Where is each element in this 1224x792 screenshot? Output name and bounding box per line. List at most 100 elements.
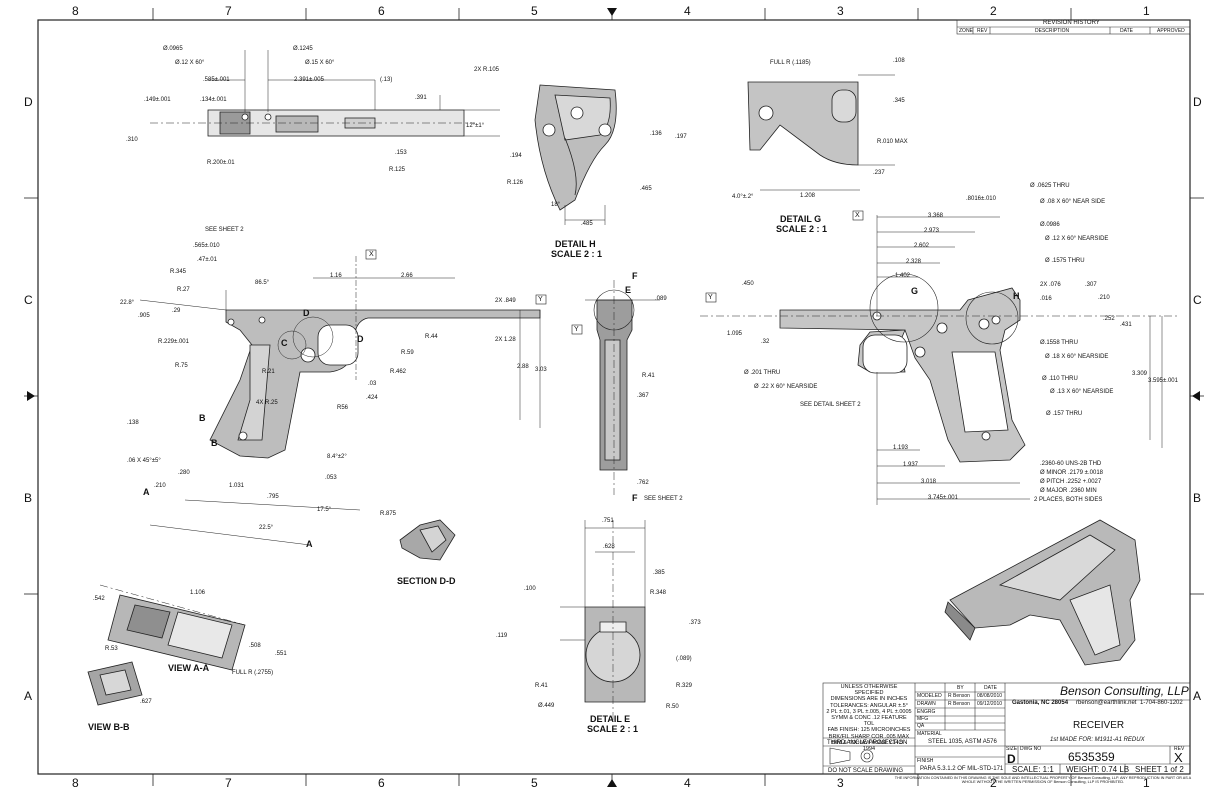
dwg-no-label: DWG NO xyxy=(1020,746,1042,752)
dim: .551 xyxy=(275,651,287,657)
dim: Ø.15 X 60° xyxy=(305,60,335,66)
dim: .252 xyxy=(1103,316,1115,322)
zone-left-a: A xyxy=(24,689,33,703)
dim: .373 xyxy=(689,620,701,626)
zone-bottom-2: 2 xyxy=(990,776,997,790)
dim: Ø.0965 xyxy=(163,46,183,52)
dim: .345 xyxy=(893,98,905,104)
view-bb-title: VIEW B-B xyxy=(88,722,130,732)
dim: Ø .201 THRU xyxy=(744,370,781,376)
detail-g-scale: SCALE 2 : 1 xyxy=(776,224,828,234)
dim: FULL R (.1185) xyxy=(770,60,811,66)
zone-bottom-8: 8 xyxy=(72,776,79,790)
thread-note-2: Ø MINOR .2179 ±.0018 xyxy=(1040,470,1103,476)
dim: 12°±1° xyxy=(466,123,485,129)
zone-bottom-1: 1 xyxy=(1143,776,1150,790)
dim: .485 xyxy=(581,221,593,227)
role-qa: QA xyxy=(917,723,925,729)
dim: .385 xyxy=(653,570,665,576)
dim: Ø .12 X 60° NEARSIDE xyxy=(1045,236,1109,242)
date-header: DATE xyxy=(984,685,997,691)
zone-top-5: 5 xyxy=(531,4,538,18)
dim: R56 xyxy=(337,405,349,411)
thread-note-3: Ø PITCH .2252 +.0027 xyxy=(1040,479,1102,485)
dim: Ø .22 X 60° NEARSIDE xyxy=(754,384,818,390)
zone-bottom-5: 5 xyxy=(531,776,538,790)
zone-right-a: A xyxy=(1193,689,1202,703)
zone-top-3: 3 xyxy=(837,4,844,18)
dim: Ø.1558 THRU xyxy=(1040,340,1078,346)
dim: (.13) xyxy=(380,77,393,83)
dim: 4.0°±.2° xyxy=(732,194,754,200)
dim: R.200±.01 xyxy=(207,160,235,166)
dim: .053 xyxy=(325,475,337,481)
dim: .465 xyxy=(640,186,652,192)
rev-value: X xyxy=(1174,750,1183,765)
size-label: SIZE xyxy=(1006,746,1018,752)
by-header: BY xyxy=(957,685,964,691)
role-drawn: DRAWN xyxy=(917,701,936,707)
material-label: MATERIAL xyxy=(917,731,942,737)
dim: .310 xyxy=(126,137,138,143)
rev-col-date: DATE xyxy=(1120,28,1133,34)
dim: .8016±.010 xyxy=(966,196,996,202)
dim: .762 xyxy=(637,480,649,486)
thread-note-4: Ø MAJOR .2360 MIN xyxy=(1040,488,1097,494)
dim: 2X 1.28 xyxy=(495,337,516,343)
dim: 1.208 xyxy=(800,193,816,199)
dim: .542 xyxy=(93,596,105,602)
dim: .391 xyxy=(415,95,427,101)
dim: 86.5° xyxy=(255,280,270,286)
dim: 1.937 xyxy=(903,462,919,468)
rev-label: REV xyxy=(1174,746,1185,752)
finish-value: PARA 5.3.1.2 OF MIL-STD-171 xyxy=(920,766,1004,772)
finish-label: FINISH xyxy=(917,758,934,764)
dim: R.126 xyxy=(507,180,524,186)
dim: R.229±.001 xyxy=(158,339,189,345)
dim: .508 xyxy=(249,643,261,649)
dim: 1.106 xyxy=(190,590,206,596)
dim: 3.03 xyxy=(535,367,547,373)
dim: 2X .076 xyxy=(1040,282,1061,288)
zone-left-d: D xyxy=(24,95,33,109)
zone-bottom-3: 3 xyxy=(837,776,844,790)
zone-top-6: 6 xyxy=(378,4,385,18)
dim: 1.095 xyxy=(727,331,743,337)
dim: .585±.001 xyxy=(203,77,230,83)
dim: 2X .849 xyxy=(495,298,516,304)
dim: .134±.001 xyxy=(200,97,227,103)
detail-h-scale: SCALE 2 : 1 xyxy=(551,249,603,259)
dim: .136 xyxy=(650,131,662,137)
rev-col-description: DESCRIPTION xyxy=(1035,28,1070,34)
dim: 3.368 xyxy=(928,213,944,219)
dim: .100 xyxy=(524,586,536,592)
drawing-number: 6535359 xyxy=(1068,750,1115,764)
dim: .627 xyxy=(140,699,152,705)
proprietary-notice: THE INFORMATION CONTAINED IN THIS DRAWIN… xyxy=(894,776,1192,784)
dim: .47±.01 xyxy=(197,257,217,263)
dim: 2.66 xyxy=(401,273,413,279)
dim: Ø .0625 THRU xyxy=(1030,183,1070,189)
dim: .628 xyxy=(603,544,615,550)
dim: R.21 xyxy=(262,369,275,375)
detail-e-title: DETAIL E xyxy=(590,714,631,724)
dim: R.329 xyxy=(676,683,693,689)
dim: Ø .110 THRU xyxy=(1042,376,1078,382)
dim: Ø.449 xyxy=(538,703,555,709)
dim: R.27 xyxy=(177,287,190,293)
zone-top-8: 8 xyxy=(72,4,79,18)
dim: 2.88 xyxy=(517,364,529,370)
dim: .424 xyxy=(366,395,378,401)
size-value: D xyxy=(1007,752,1016,766)
dim: 1.16 xyxy=(330,273,342,279)
dim: R.75 xyxy=(175,363,188,369)
dim: .016 xyxy=(1040,296,1052,302)
dim: 3.018 xyxy=(921,479,937,485)
dim: R.125 xyxy=(389,167,406,173)
view-aa-title: VIEW A-A xyxy=(168,663,210,673)
dim: 2.973 xyxy=(924,228,940,234)
dim: 2X R.105 xyxy=(474,67,500,73)
zone-left-b: B xyxy=(24,491,33,505)
dim: .149±.001 xyxy=(144,97,171,103)
